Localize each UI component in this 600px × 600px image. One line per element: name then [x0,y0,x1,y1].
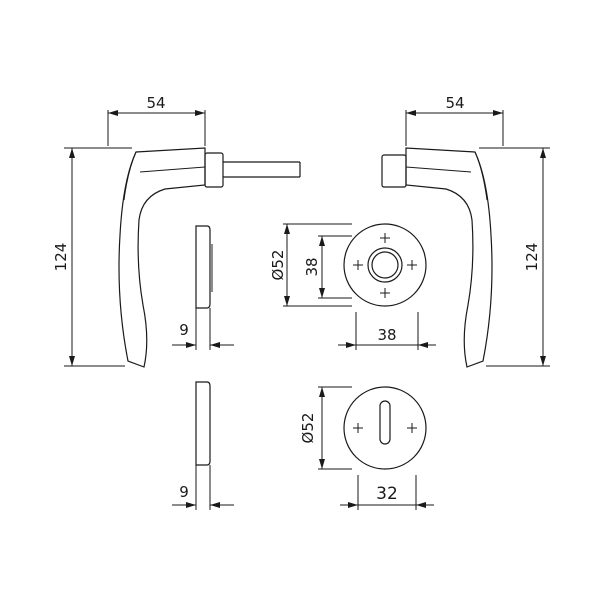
right-handle [381,147,493,368]
left-height-label: 124 [52,243,70,272]
rose-diameter-label: Ø52 [269,250,287,281]
left-width-label: 54 [146,94,165,112]
screw-marks [353,233,417,298]
escutcheon-side-view: 9 [172,381,234,510]
rose-spacing-label: 38 [377,326,396,344]
right-height-dimension: 124 [479,147,550,367]
escutcheon-thickness-label: 9 [179,483,189,501]
rose-inner-label: 38 [303,257,321,276]
left-height-dimension: 124 [52,147,132,367]
right-width-dimension: 54 [405,94,504,146]
right-width-label: 54 [445,94,464,112]
escutcheon-spacing-label: 32 [376,484,398,504]
right-height-label: 124 [523,243,541,272]
rose-side-view: 9 [172,225,234,350]
escutcheon-diameter-label: Ø52 [299,413,317,444]
keyhole [379,400,391,445]
left-handle [118,147,301,368]
rose-front-view: Ø52 38 38 [269,223,436,350]
rose-thickness-label: 9 [179,321,189,339]
escutcheon-front-view: Ø52 32 [299,386,434,510]
left-width-dimension: 54 [107,94,206,146]
